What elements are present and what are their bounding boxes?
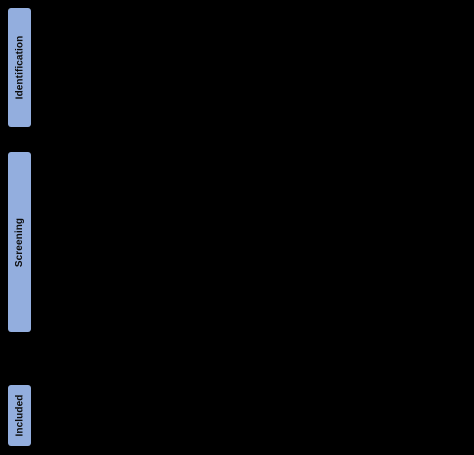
stage-bar-identification: Identification bbox=[8, 8, 31, 127]
flow-content-area bbox=[40, 0, 474, 455]
stage-bar-included: Included bbox=[8, 385, 31, 446]
stage-bar-screening: Screening bbox=[8, 152, 31, 332]
stage-label-screening: Screening bbox=[14, 217, 25, 267]
stage-label-identification: Identification bbox=[14, 35, 25, 100]
stage-label-included: Included bbox=[14, 394, 26, 437]
